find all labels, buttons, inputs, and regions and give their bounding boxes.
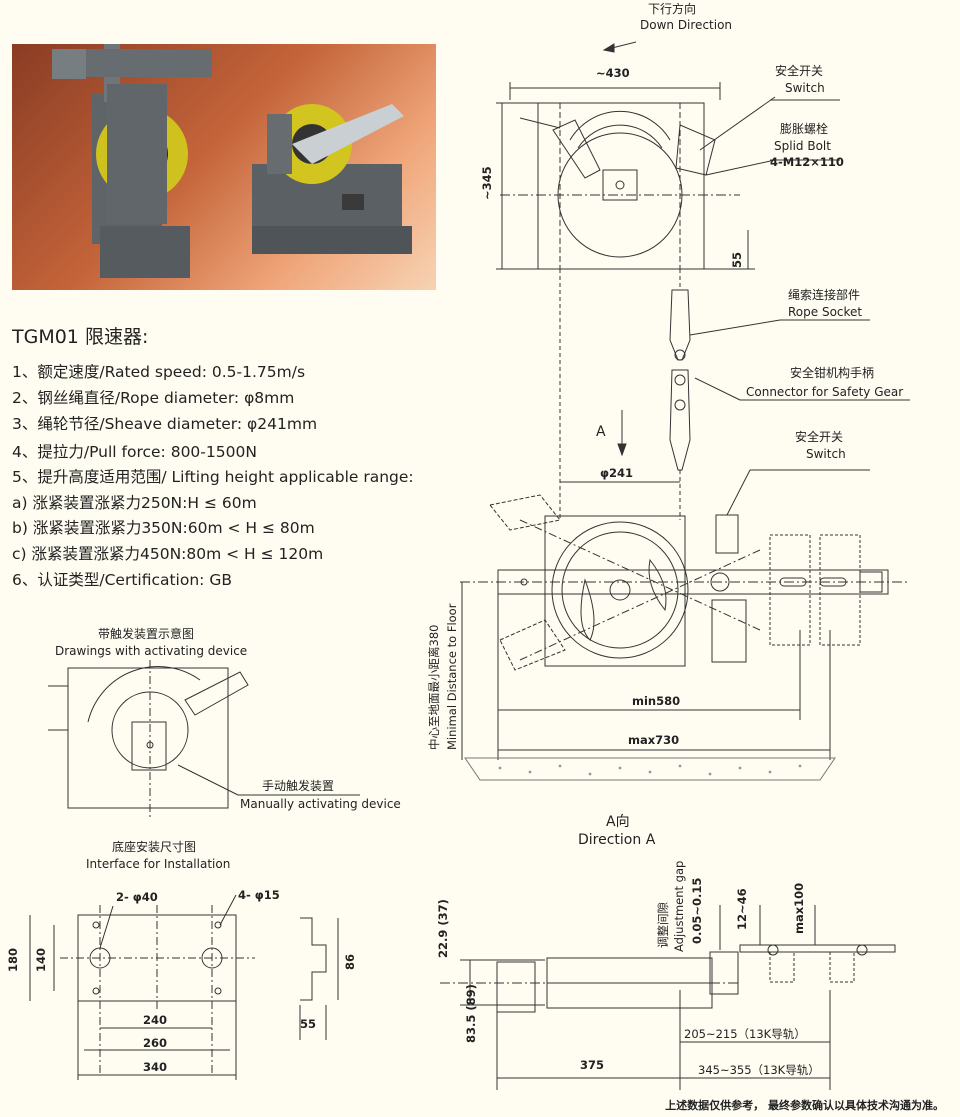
spec-item: b) 涨紧装置涨紧力350N:60m < H ≤ 80m (12, 519, 315, 537)
spec-item: 6、认证类型/Certification: GB (12, 571, 232, 589)
interface-title-cn: 底座安装尺寸图 (112, 840, 197, 854)
spec-item: 1、额定速度/Rated speed: 0.5-1.75m/s (12, 363, 306, 381)
rope-socket-cn: 绳索连接部件 (788, 288, 861, 302)
manual-device-cn: 手动触发装置 (262, 779, 335, 793)
activating-title-en: Drawings with activating device (55, 644, 248, 658)
min-distance-cn: 中心至地面最小距离380 (427, 624, 441, 750)
dim-345-355: 345~355（13K导轨） (698, 1063, 820, 1077)
down-direction-en: Down Direction (640, 18, 733, 32)
spec-item: 3、绳轮节径/Sheave diameter: φ241mm (12, 415, 318, 433)
dim-260: 260 (143, 1036, 168, 1050)
activating-title-cn: 带触发装置示意图 (98, 627, 195, 641)
dim-12-46: 12~46 (735, 888, 749, 930)
bolt-spec: 4-M12×110 (770, 155, 844, 169)
product-title: TGM01 限速器: (12, 326, 149, 348)
product-photo (12, 44, 436, 290)
view-arrow-a: A (596, 424, 606, 440)
spec-item: c) 涨紧装置涨紧力450N:80m < H ≤ 120m (12, 545, 324, 563)
interface-drawing (30, 895, 338, 1080)
dim-430: ~430 (596, 66, 630, 80)
dim-240: 240 (143, 1013, 168, 1027)
switch2-label-en: Switch (806, 447, 846, 461)
spec-item: a) 涨紧装置涨紧力250N:H ≤ 60m (12, 494, 257, 512)
rope-socket-en: Rope Socket (788, 305, 863, 319)
speed-governor-photo (52, 44, 412, 278)
dim-340: 340 (143, 1060, 168, 1074)
switch2-label-cn: 安全开关 (795, 430, 844, 444)
dim-86: 86 (343, 953, 357, 970)
holes-phi40: 2- φ40 (116, 890, 158, 904)
switch-label-en: Switch (785, 81, 825, 95)
direction-a-cn: A向 (606, 814, 630, 830)
adjustment-gap-cn: 调整间隙 (656, 902, 670, 948)
interface-title-en: Interface for Installation (86, 857, 231, 871)
dim-140: 140 (34, 947, 48, 972)
spec-item: 4、提拉力/Pull force: 800-1500N (12, 443, 257, 461)
direction-a-drawing (440, 905, 895, 1090)
adjustment-gap-value: 0.05~0.15 (690, 877, 704, 944)
holes-phi15: 4- φ15 (238, 888, 280, 902)
adjustment-gap-en: Adjustment gap (672, 860, 686, 952)
down-direction-cn: 下行方向 (648, 2, 697, 16)
activating-device-drawing (48, 660, 360, 820)
rope-and-socket (560, 269, 910, 520)
min-distance-en: Minimal Distance to Floor (445, 603, 459, 750)
installation-view (460, 470, 910, 780)
dim-375: 375 (580, 1058, 605, 1072)
dim-phi241: φ241 (600, 466, 634, 480)
spec-item: 2、钢丝绳直径/Rope diameter: φ8mm (12, 389, 295, 407)
manual-device-en: Manually activating device (240, 797, 401, 811)
dim-max100: max100 (792, 882, 806, 934)
bolt-label-en: Splid Bolt (774, 139, 831, 153)
dim-55: 55 (730, 251, 744, 268)
dim-max730: max730 (628, 733, 680, 747)
dim-180: 180 (6, 947, 20, 972)
connector-en: Connector for Safety Gear (746, 385, 904, 399)
dim-205-215: 205~215（13K导轨） (684, 1027, 806, 1041)
spec-item: 5、提升高度适用范围/ Lifting height applicable ra… (12, 468, 414, 486)
governor-elevation (496, 42, 840, 269)
dim-min580: min580 (632, 694, 681, 708)
dim-22-9: 22.9 (37) (436, 899, 450, 958)
dim-55b: 55 (300, 1017, 317, 1031)
bolt-label-cn: 膨胀螺栓 (780, 122, 829, 136)
dim-83-5: 83.5 (89) (464, 984, 478, 1043)
dim-345: ~345 (480, 166, 494, 200)
footer-note: 上述数据仅供参考， 最终参数确认以具体技术沟通为准。 (665, 1099, 944, 1112)
connector-cn: 安全钳机构手柄 (790, 366, 875, 380)
direction-a-en: Direction A (578, 832, 656, 848)
switch-label-cn: 安全开关 (775, 64, 824, 78)
